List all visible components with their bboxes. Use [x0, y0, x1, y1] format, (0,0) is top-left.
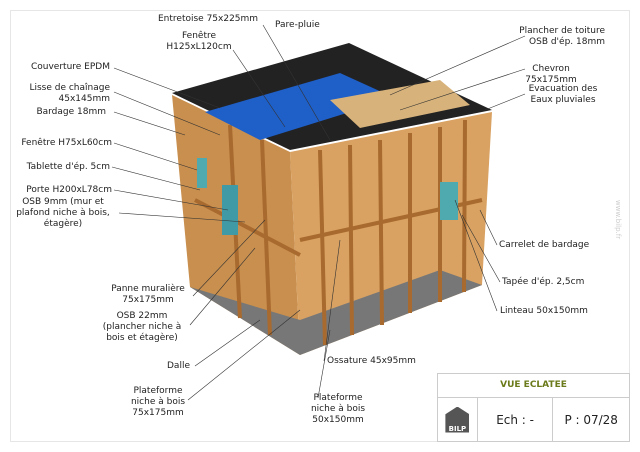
line: Lisse de chaînage — [29, 83, 110, 93]
line: Panne muralière — [111, 284, 185, 294]
sheet-frame — [10, 10, 630, 442]
line: Fenêtre — [181, 31, 217, 41]
line: bois et étagère) — [106, 333, 178, 343]
title-block: VUE ECLATEE BILP Ech : - P : 07/28 — [437, 373, 630, 442]
line: Plateforme — [313, 393, 363, 403]
line: Plateforme — [133, 386, 183, 396]
line: Plancher de toiture — [519, 26, 605, 36]
line: 75x175mm — [525, 75, 577, 85]
line: 50x150mm — [312, 415, 364, 425]
line: OSB 22mm — [116, 311, 168, 321]
line: étagère) — [43, 219, 83, 229]
label-bardage: Bardage 18mm — [36, 107, 106, 117]
leader-lines — [111, 24, 526, 401]
line: OSB d'ép. 18mm — [529, 37, 605, 47]
logo-mark: BILP — [445, 406, 470, 433]
window-small — [197, 158, 207, 188]
label-entretoise: Entretoise 75x225mm — [158, 14, 259, 24]
door-glass — [222, 185, 238, 235]
watermark: www.bilp.fr — [614, 200, 622, 240]
label-porte: Porte H200xL78cm — [26, 185, 112, 195]
line: 75x175mm — [122, 295, 174, 305]
line: 45x145mm — [58, 94, 111, 104]
line: (plancher niche à — [102, 322, 182, 332]
line: 75x175mm — [132, 408, 184, 418]
label-fenetre-small: Fenêtre H75xL60cm — [21, 138, 112, 148]
line: Chevron — [532, 64, 570, 74]
line: Evacuation des — [528, 84, 598, 94]
label-couverture: Couverture EPDM — [30, 62, 110, 72]
label-linteau: Linteau 50x150mm — [500, 306, 588, 316]
title-block-title: VUE ECLATEE — [438, 374, 629, 398]
line: Eaux pluviales — [530, 95, 596, 105]
label-carrelet: Carrelet de bardage — [499, 240, 590, 250]
roof-osb — [330, 80, 470, 128]
page-number: P : 07/28 — [564, 412, 618, 427]
line: niche à bois — [310, 404, 366, 414]
line: H125xL120cm — [166, 42, 232, 52]
label-tapee: Tapée d'ép. 2,5cm — [502, 277, 585, 287]
label-tablette: Tablette d'ép. 5cm — [26, 162, 110, 172]
line: plafond niche à bois, — [16, 208, 110, 218]
scale: Ech : - — [478, 398, 554, 441]
label-pare-pluie: Pare-pluie — [275, 20, 320, 30]
label-dalle: Dalle — [167, 361, 190, 371]
roof-pare-pluie — [205, 73, 395, 140]
window-right — [440, 182, 458, 220]
line: niche à bois — [130, 397, 186, 407]
line: OSB 9mm (mur et — [22, 197, 104, 207]
label-ossature: Ossature 45x95mm — [327, 356, 416, 366]
bilp-logo: BILP — [438, 398, 478, 441]
